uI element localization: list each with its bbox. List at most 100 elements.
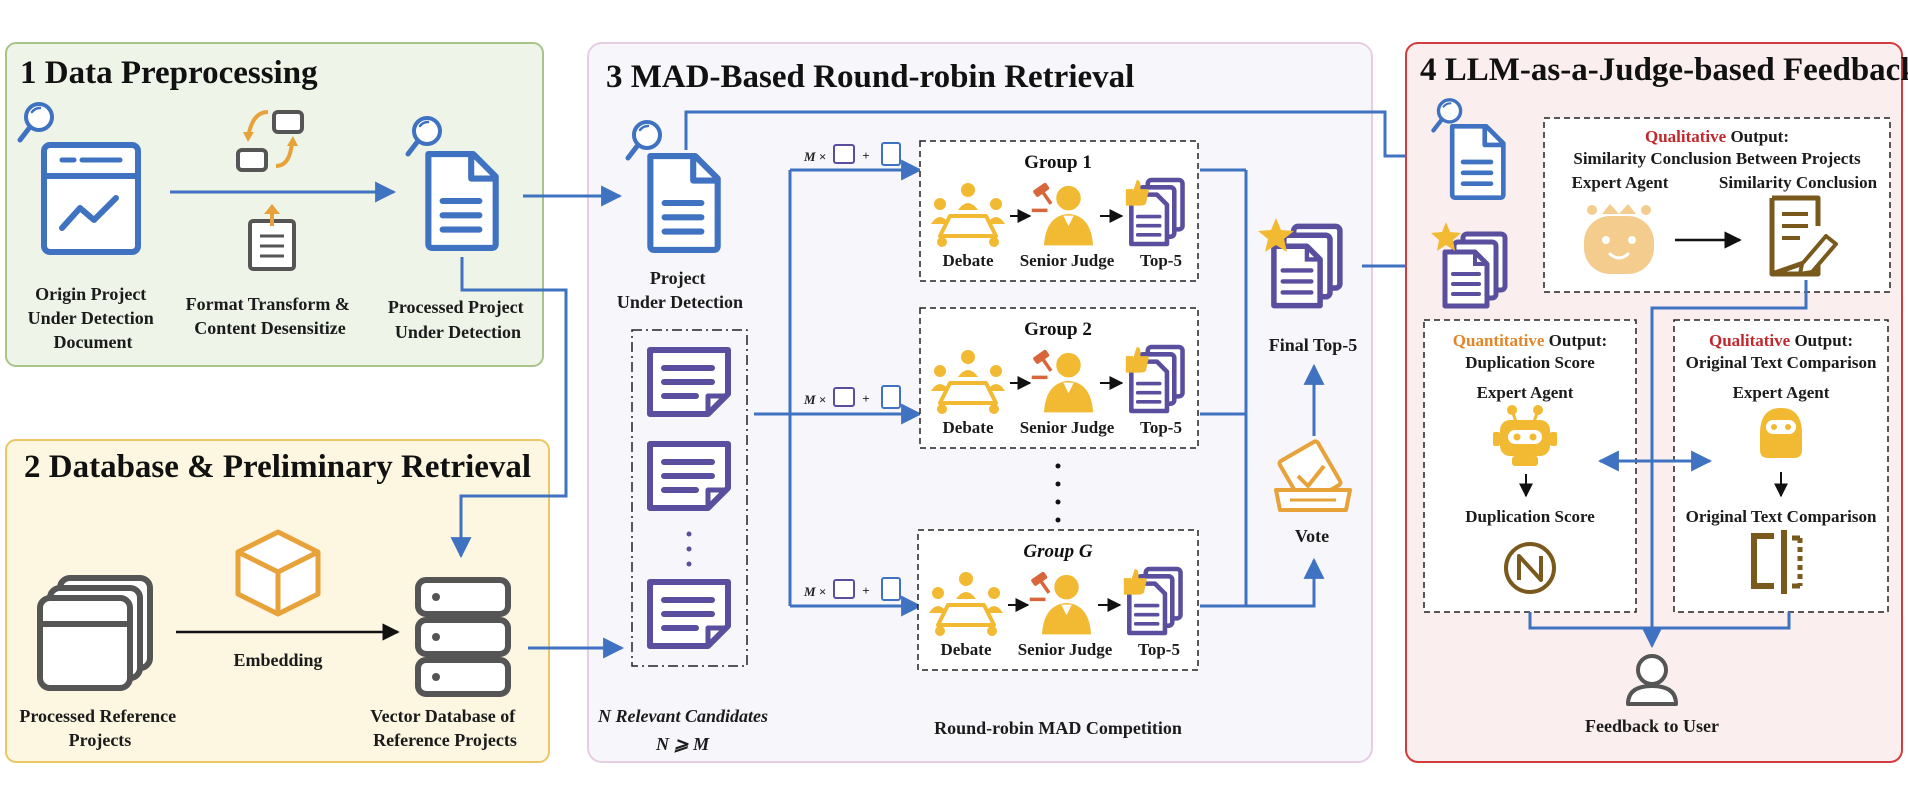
multiplier-label-g: M × + [803,577,901,601]
svg-text:M ×: M × [803,149,826,164]
expert-agent-icon [1760,408,1802,458]
candidates-label: N Relevant Candidates [597,706,768,726]
project-label: Project Under Detection [617,268,743,312]
user-icon [1626,654,1678,706]
original-text-comparison-box: Qualitative Output: Original Text Compar… [1673,319,1889,613]
project-document-icon [1452,126,1503,197]
final-top-5-label: Final Top-5 [1269,335,1358,355]
arrow-boxes-to-user [1528,612,1791,630]
processed-label: Processed Project Under Detection [388,297,528,342]
expert-agent-label: Expert Agent [1572,173,1669,192]
arrow-to-vote [1246,557,1325,608]
top-5-icon [1124,569,1181,633]
feedback-label: Feedback to User [1585,716,1719,736]
origin-document-icon [41,142,141,255]
multiplier-label-2: M × + [803,385,901,409]
box-header: Qualitative Output: [1645,127,1789,146]
vector-db-label: Vector Database of Reference Projects [370,706,519,750]
senior-judge-label: Senior Judge [1020,251,1115,270]
ellipsis-dot [1055,499,1061,505]
embedding-label: Embedding [233,650,322,670]
svg-text:M ×: M × [803,584,826,599]
group-g: Group G Debate Senior Judge Top-5 [917,529,1199,671]
top-5-icon [1126,347,1183,411]
ellipsis-dot [1055,517,1061,523]
top-5-icon [1126,180,1183,244]
svg-text:+: + [862,148,869,163]
duplication-score-label: Duplication Score [1465,507,1595,526]
top-5-label: Top-5 [1138,640,1180,659]
top-5-label: Top-5 [1140,418,1182,437]
expert-agent-icon [1584,204,1654,274]
debate-label: Debate [943,251,994,270]
duplication-score-icon [1504,542,1556,594]
candidate-document-icon [650,444,728,508]
group-2: Group 2 Debate Senior Judge Top-5 [919,307,1199,449]
debate-label: Debate [941,640,992,659]
debate-label: Debate [943,418,994,437]
project-document-icon [650,156,717,250]
group-1-title: Group 1 [1024,152,1092,173]
duplication-score-box: Quantitative Output: Duplication Score E… [1423,319,1637,613]
candidate-document-icon [650,582,728,646]
vector-database-icon [415,577,511,697]
panel-4-title: 4 LLM-as-a-Judge-based Feedback [1420,52,1908,88]
arrow-to-user [1641,280,1808,649]
box-subheader: Duplication Score [1465,353,1595,372]
ellipsis-dot [1055,463,1061,469]
embedding-cube-icon [235,529,321,617]
arrow-project-to-judge [684,110,1427,167]
similarity-conclusion-box: Qualitative Output: Similarity Conclusio… [1543,117,1891,293]
star-icon [1258,218,1294,252]
box-header: Quantitative Output: [1453,331,1607,350]
panel-2-title: 2 Database & Preliminary Retrieval [24,449,531,485]
processed-document-icon [428,154,495,248]
panel-llm-judge-feedback: 4 LLM-as-a-Judge-based Feedback Qualitat… [1405,42,1908,763]
format-transform-icon [236,110,304,172]
competition-label: Round-robin MAD Competition [934,718,1182,738]
similarity-conclusion-icon [1769,195,1838,277]
transform-label: Format Transform & Content Desensitize [186,294,355,338]
star-icon [1431,222,1461,251]
svg-text:+: + [862,391,869,406]
ellipsis-dot [686,546,692,552]
ellipsis-dot [686,561,692,567]
text-comparison-icon [1751,530,1803,594]
panel-1-frame [5,42,544,367]
box-subheader: Original Text Comparison [1686,353,1877,372]
condition-label: N ⩾ M [655,734,710,754]
group-1: Group 1 Debate Senior Judge Top-5 [919,140,1199,282]
similarity-conclusion-label: Similarity Conclusion [1719,173,1878,192]
multiplier-label-1: M × + [803,142,901,166]
reference-label: Processed Reference Projects [19,706,180,750]
desensitize-icon [248,204,296,271]
panel-1-title: 1 Data Preprocessing [20,55,318,91]
reference-projects-icon [37,575,153,691]
original-text-comparison-label: Original Text Comparison [1686,507,1877,526]
senior-judge-label: Senior Judge [1020,418,1115,437]
vote-label: Vote [1295,526,1329,546]
top-5-documents-icon [1445,234,1505,306]
panel-mad-retrieval: 3 MAD-Based Round-robin Retrieval Projec… [587,42,1373,763]
box-subheader: Similarity Conclusion Between Projects [1573,149,1861,168]
candidate-document-icon [650,350,728,414]
panel-3-title: 3 MAD-Based Round-robin Retrieval [606,59,1134,95]
expert-agent-label: Expert Agent [1477,383,1574,402]
origin-label: Origin Project Under Detection Document [28,284,159,352]
panel-data-preprocessing: 1 Data Preprocessing Origin Project Unde… [5,42,544,367]
ellipsis-dot [1055,481,1061,487]
group-g-title: Group G [1023,541,1092,562]
svg-text:+: + [862,583,869,598]
ellipsis-dot [686,531,692,537]
senior-judge-label: Senior Judge [1018,640,1113,659]
arrow-processed-to-database [450,257,568,559]
top-5-label: Top-5 [1140,251,1182,270]
box-header: Qualitative Output: [1709,331,1853,350]
candidates-box [631,329,748,667]
vote-box-icon [1274,439,1352,512]
svg-text:M ×: M × [803,392,826,407]
expert-agent-label: Expert Agent [1733,383,1830,402]
group-2-title: Group 2 [1024,319,1092,340]
panel-database-retrieval: 2 Database & Preliminary Retrieval Proce… [5,439,550,763]
